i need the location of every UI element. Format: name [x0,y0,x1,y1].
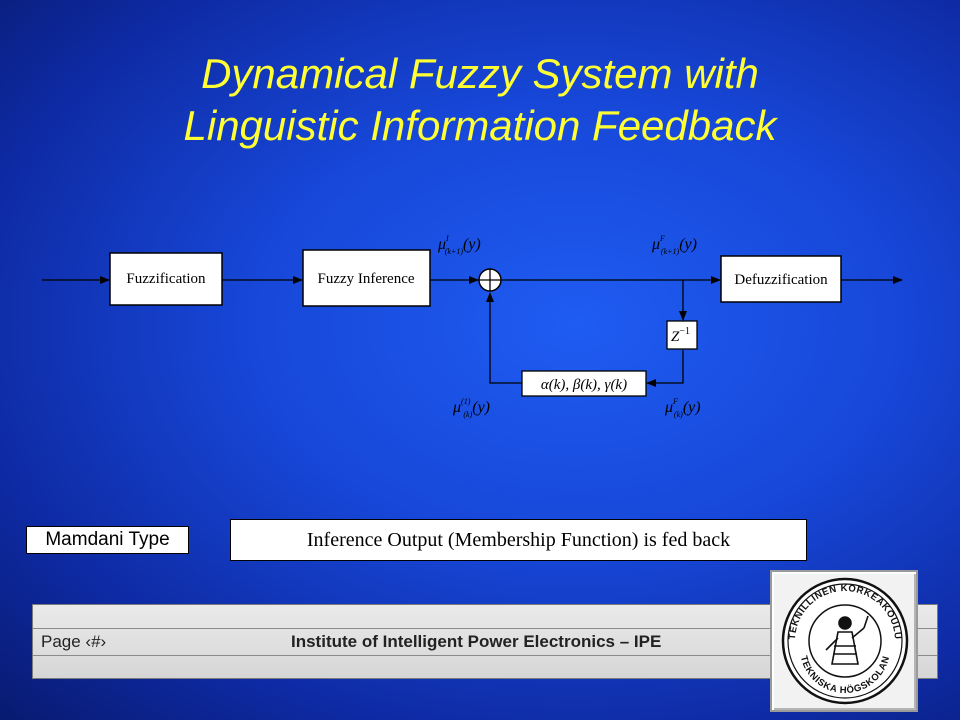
footer-divider-bottom [33,655,937,656]
feedback-gain-label: α(k), β(k), γ(k) [541,377,627,393]
university-seal-icon: TEKNILLINEN KORKEAKOULU TEKNISKA HÖGSKOL… [781,577,909,705]
fuzzification-block [109,252,223,306]
page-number: Page ‹#› [41,632,107,651]
university-seal-frame: TEKNILLINEN KORKEAKOULU TEKNISKA HÖGSKOL… [770,570,918,712]
slide-title-line1: Dynamical Fuzzy System with [201,50,759,97]
inference-output-label: μI(k+1)(y) [437,234,481,256]
feedback-input-label: μF(k)(y) [664,397,701,419]
fuzzy-inference-label: Fuzzy Inference [317,271,414,287]
delay-label: Z−1 [671,326,690,345]
seal-figure [825,615,869,665]
slide-title-line2: Linguistic Information Feedback [183,102,777,149]
delay-block [666,320,698,350]
feedback-output-label: μ(1)(k)(y) [452,397,490,419]
footer-divider-top [33,628,937,629]
institute-name: Institute of Intelligent Power Electroni… [291,632,662,651]
mamdani-type-tag: Mamdani Type [26,526,189,554]
slide-title: Dynamical Fuzzy System with Linguistic I… [0,48,960,152]
combined-output-label: μF(k+1)(y) [651,234,697,256]
delay-to-gain-line [646,350,684,387]
defuzzification-block [720,255,842,303]
fuzzy-inference-block [302,249,431,307]
defuzzification-label: Defuzzification [734,272,828,288]
summing-junction [478,268,502,292]
fuzzification-label: Fuzzification [126,271,206,287]
feedback-note-tag: Inference Output (Membership Function) i… [230,519,807,561]
feedback-gain-block [521,370,647,397]
gain-to-sum-line [486,292,522,384]
